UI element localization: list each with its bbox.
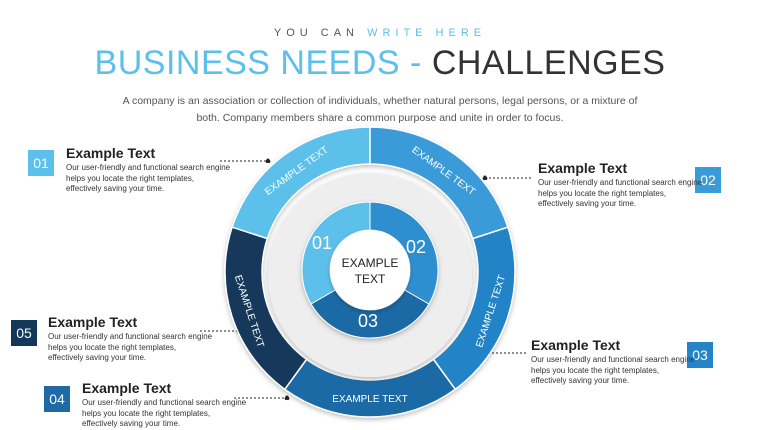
- outer-ring: [224, 126, 516, 418]
- item-04-title: Example Text: [82, 380, 172, 396]
- item-02-text: Our user-friendly and functional search …: [538, 178, 703, 208]
- badge-04: 04: [44, 386, 70, 412]
- connector-02-dot: [482, 175, 488, 181]
- page-title: BUSINESS NEEDS - CHALLENGES: [0, 44, 760, 83]
- item-05-title: Example Text: [48, 314, 138, 330]
- item-01-title: Example Text: [66, 145, 156, 161]
- item-01: Example Text Our user-friendly and funct…: [66, 145, 231, 195]
- eyebrow-part1: YOU CAN: [273, 27, 359, 39]
- badge-01: 01: [28, 150, 54, 176]
- eyebrow-part2: WRITE HERE: [367, 27, 487, 39]
- badge-05: 05: [11, 320, 37, 346]
- item-04: Example Text Our user-friendly and funct…: [82, 380, 247, 430]
- center-circle: [330, 230, 410, 310]
- item-01-text: Our user-friendly and functional search …: [66, 163, 231, 193]
- item-03-text: Our user-friendly and functional search …: [531, 355, 696, 385]
- item-02: Example Text Our user-friendly and funct…: [538, 160, 703, 210]
- eyebrow: YOU CAN WRITE HERE: [0, 27, 760, 39]
- title-part1: BUSINESS NEEDS -: [94, 44, 422, 82]
- center-label-line2: TEXT: [355, 272, 386, 286]
- center-label-line1: EXAMPLE: [342, 256, 399, 270]
- connector-01-dot: [265, 158, 271, 164]
- title-part2: CHALLENGES: [431, 44, 666, 82]
- item-02-title: Example Text: [538, 160, 628, 176]
- badge-03: 03: [687, 342, 713, 368]
- item-03: Example Text Our user-friendly and funct…: [531, 337, 696, 387]
- description: A company is an association or collectio…: [122, 95, 638, 124]
- item-03-title: Example Text: [531, 337, 621, 353]
- item-05-text: Our user-friendly and functional search …: [48, 332, 213, 362]
- connector-04-dot: [284, 395, 290, 401]
- ring-label-4: EXAMPLE TEXT: [332, 394, 407, 405]
- inner-number-01: 01: [312, 233, 332, 253]
- badge-02: 02: [695, 167, 721, 193]
- item-04-text: Our user-friendly and functional search …: [82, 398, 247, 428]
- connectors: [200, 158, 533, 401]
- item-05: Example Text Our user-friendly and funct…: [48, 314, 213, 364]
- outer-segment-05: [224, 226, 308, 391]
- inner-number-02: 02: [406, 237, 426, 257]
- inner-number-03: 03: [358, 311, 378, 331]
